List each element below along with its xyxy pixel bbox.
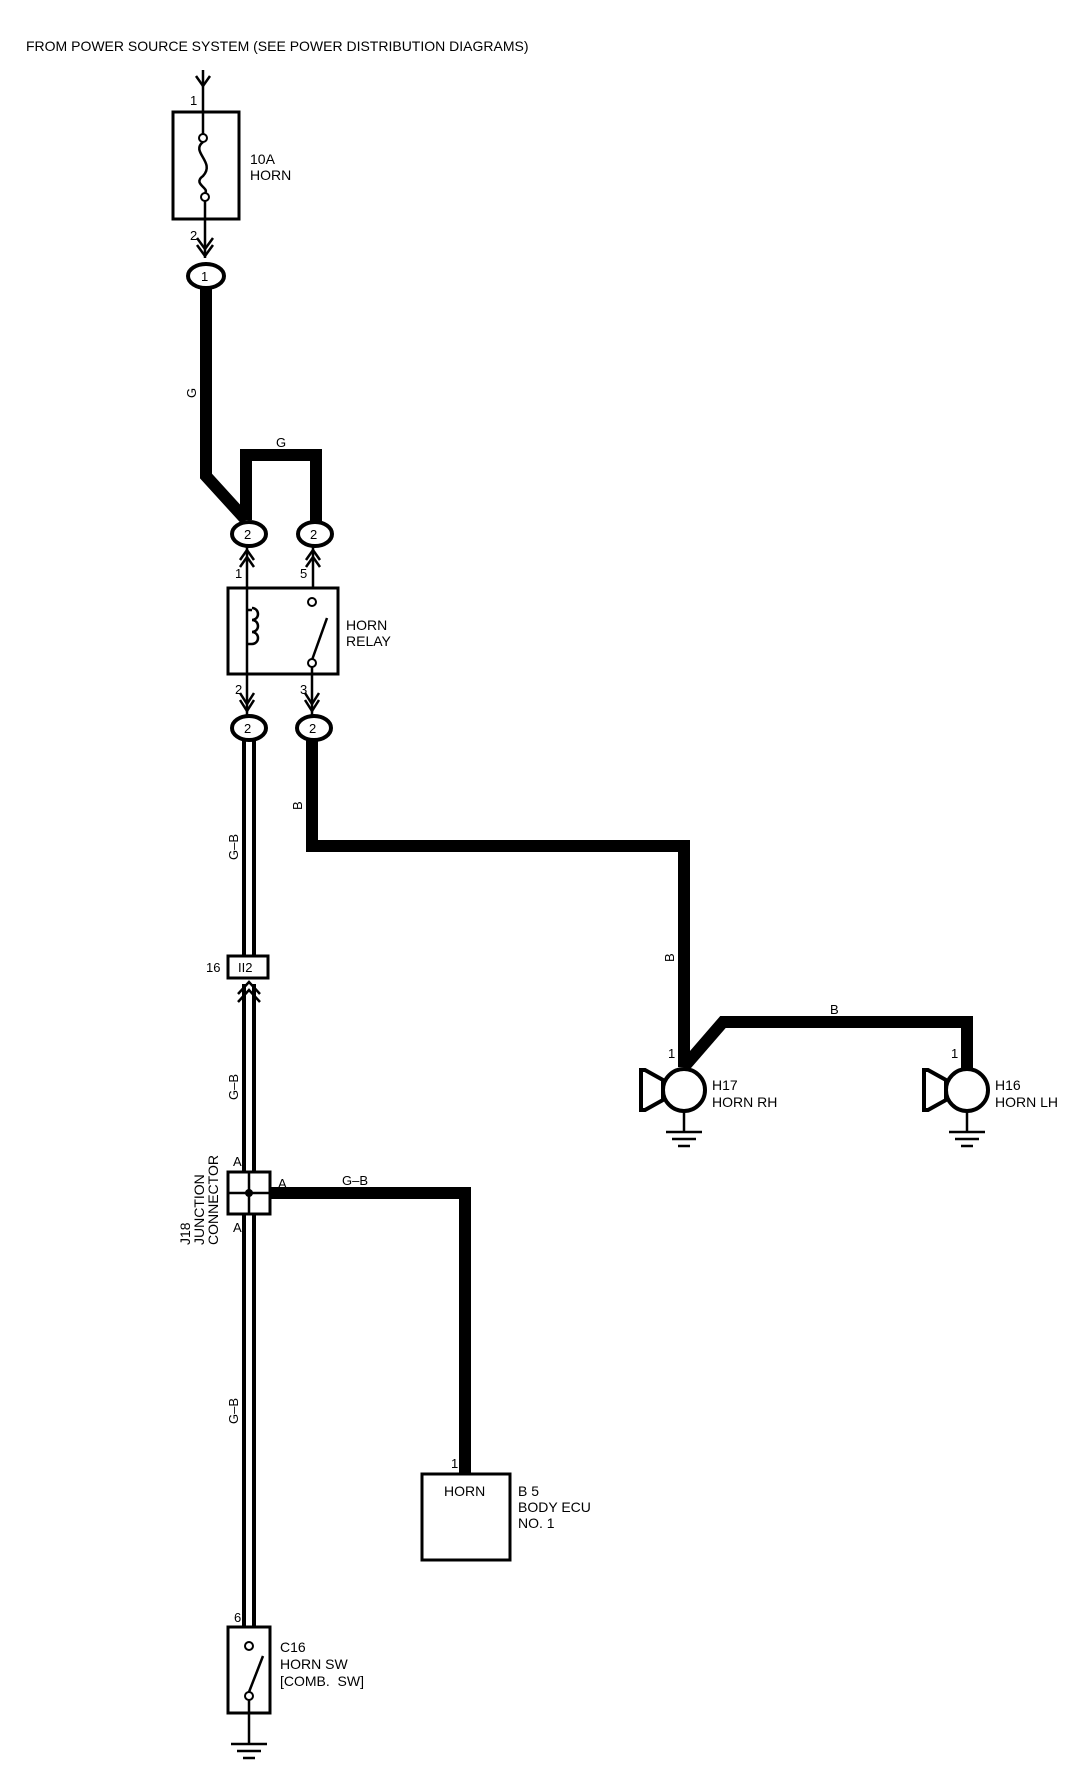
relay-pin-3: 3 [300,682,307,697]
horn-switch-name: HORN SW [280,1656,348,1672]
body-ecu-name-2: NO. 1 [518,1515,555,1531]
fuse-pin-in: 1 [190,93,197,108]
horn-rh-pin: 1 [668,1046,675,1061]
junction-pin-bottom: A [233,1220,242,1235]
inline-connector-arrow [237,980,261,1003]
wire-label-g-2: G [276,435,286,450]
body-ecu-id: B 5 [518,1483,539,1499]
junction-name-1: JUNCTION [191,1174,207,1245]
svg-text:1: 1 [201,269,208,284]
wire-b-horn-lh [679,1016,973,1071]
svg-text:2: 2 [244,527,251,542]
relay-connector-bottom-right: 2 [295,714,333,742]
wire-label-gb-3: G–B [342,1173,368,1188]
fuse-name: HORN [250,167,291,183]
horn-lh-icon [922,1067,990,1148]
horn-rh-name: HORN RH [712,1094,777,1110]
svg-text:2: 2 [244,721,251,736]
wire-g-bridge [240,449,322,522]
horn-lh-name: HORN LH [995,1094,1058,1110]
fuse-10a-horn [171,110,241,221]
body-ecu-name-1: BODY ECU [518,1499,591,1515]
wire-gb-relay-ii [242,740,256,956]
horn-switch-sub: [COMB. SW] [280,1673,364,1689]
horn-lh-pin: 1 [951,1046,958,1061]
relay-name-2: RELAY [346,633,392,649]
horn-switch-id: C16 [280,1639,306,1655]
wire-label-gb-1: G–B [226,834,241,860]
body-ecu-box [420,1472,512,1562]
svg-text:2: 2 [310,527,317,542]
relay-connector-bottom-left: 2 [230,714,268,742]
relay-pin-5: 5 [300,566,307,581]
svg-text:II2: II2 [238,960,252,975]
wire-label-g-1: G [184,388,199,398]
relay-output-arrows [238,674,321,716]
horn-switch-pin: 6 [234,1610,241,1625]
wire-label-gb-2: G–B [226,1074,241,1100]
body-ecu-pin: 1 [451,1456,458,1471]
wire-b-relay-horns [306,740,690,1067]
horn-relay [226,586,340,676]
connector-1: 1 [186,262,226,290]
inline-connector-ii2: II2 [226,954,270,980]
relay-pin-1: 1 [235,566,242,581]
fuse-rating: 10A [250,151,276,167]
relay-name-1: HORN [346,617,387,633]
relay-pin-2: 2 [235,682,242,697]
horn-switch [226,1625,272,1760]
body-ecu-terminal: HORN [444,1483,485,1499]
horn-rh-id: H17 [712,1077,738,1093]
wire-gb-ii-junction [242,984,256,1172]
power-input-arrow [194,70,212,112]
junction-connector-j18 [226,1170,272,1216]
svg-text:2: 2 [309,721,316,736]
fuse-pin-out: 2 [190,228,197,243]
junction-pin-top: A [233,1154,242,1169]
wire-label-b-2: B [662,953,677,962]
relay-connector-top-right: 2 [296,520,334,548]
inline-connector-pin: 16 [206,960,220,975]
diagram-title: FROM POWER SOURCE SYSTEM (SEE POWER DIST… [26,38,528,54]
wire-label-b-3: B [830,1002,839,1017]
fuse-connector-arrow [195,237,215,259]
wire-label-b-1: B [290,801,305,810]
wire-label-gb-4: G–B [226,1398,241,1424]
relay-connector-top-left: 2 [230,520,268,548]
horn-lh-id: H16 [995,1077,1021,1093]
wire-gb-junction-switch [242,1214,256,1627]
junction-id: J18 [177,1222,193,1245]
wire-gb-junction-ecu [270,1187,471,1474]
wire-g-fuse-relay [200,288,251,525]
horn-rh-icon [639,1067,707,1148]
junction-name-2: CONNECTOR [205,1155,221,1245]
junction-pin-right: A [278,1176,287,1191]
